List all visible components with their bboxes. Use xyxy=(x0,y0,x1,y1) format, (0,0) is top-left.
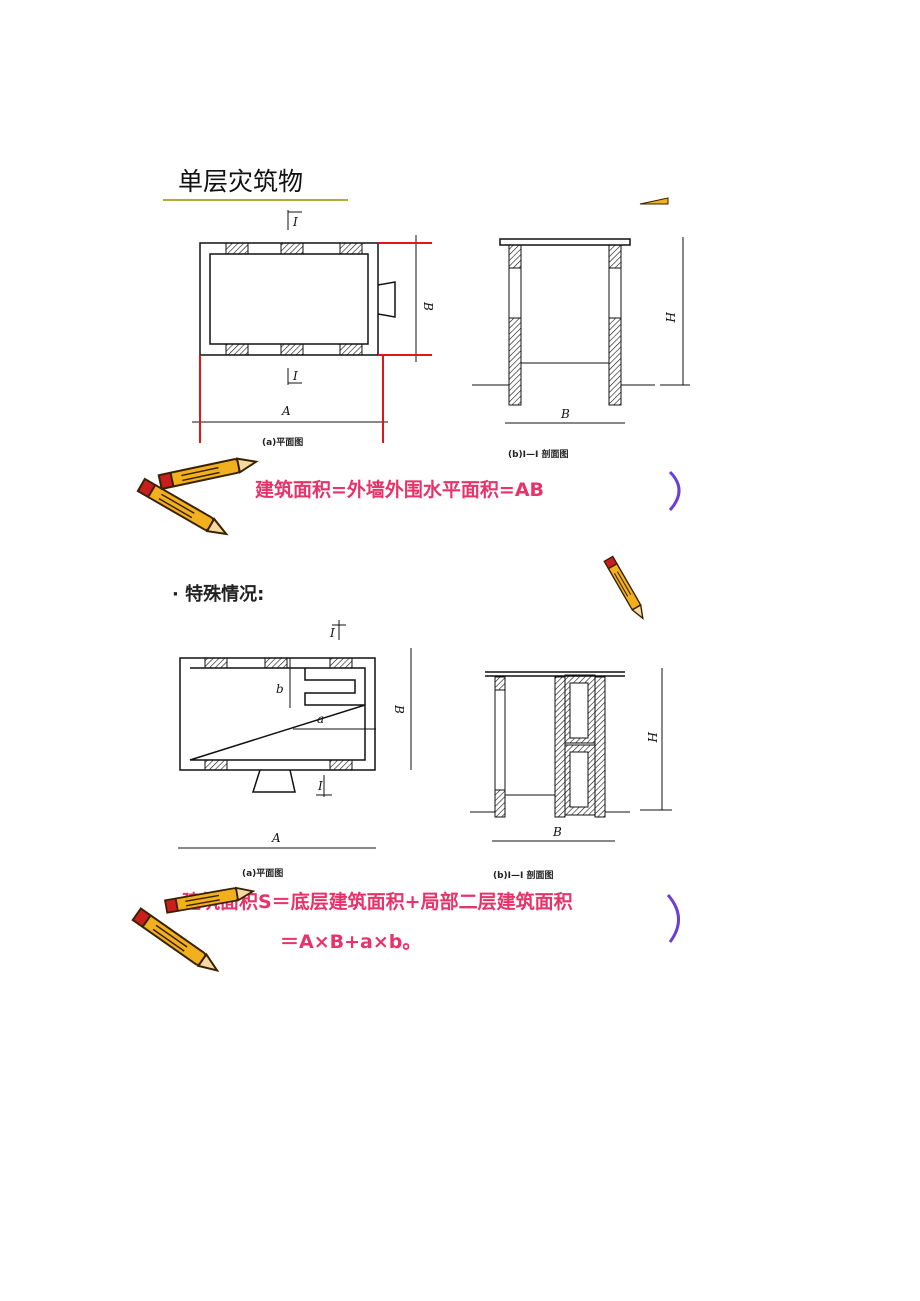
bullet-heading: · 特殊情况: xyxy=(172,583,264,605)
plan-drawing-1: I I A B (a)平面图 xyxy=(192,210,435,448)
dim-h: H xyxy=(663,311,677,323)
dim-small-a: a xyxy=(317,712,324,726)
pencil-icon xyxy=(603,555,648,622)
section-mark-bottom: I xyxy=(292,369,298,383)
section-title: 单层灾筑物 xyxy=(178,167,303,196)
dim-small-b: b xyxy=(276,682,284,696)
dim-b: B xyxy=(552,825,562,839)
section-caption: (b)I—I 剖面图 xyxy=(508,448,569,460)
section-caption: (b)I—I 剖面图 xyxy=(493,869,554,881)
dim-h: H xyxy=(645,731,659,743)
plan-drawing-2: I I b a B A (a)平面图 xyxy=(178,620,412,879)
formula-2-line-2: ＝A×B+a×b。 xyxy=(280,931,421,953)
bracket-icon xyxy=(666,894,680,943)
section-mark-top: I xyxy=(329,626,335,640)
section-drawing-1: H B (b)I—I 剖面图 xyxy=(472,237,690,460)
dim-b: B xyxy=(421,301,435,311)
section-mark-top: I xyxy=(292,215,298,229)
dim-b: B xyxy=(560,407,570,421)
plan-caption: (a)平面图 xyxy=(262,437,303,448)
pencil-corner-icon xyxy=(639,197,669,205)
pencils-icon xyxy=(136,453,259,542)
formula-1: 建筑面积=外墙外围水平面积=AB xyxy=(255,478,544,501)
formula-2-line-1: 建筑面积S＝底层建筑面积+局部二层建筑面积 xyxy=(182,890,573,913)
dim-b: B xyxy=(392,704,406,714)
dim-a: A xyxy=(271,831,281,845)
bracket-icon xyxy=(668,470,681,512)
plan-caption: (a)平面图 xyxy=(242,868,283,879)
dim-a: A xyxy=(281,404,291,418)
pencils-icon xyxy=(131,884,255,978)
section-drawing-2: H B (b)I—I 剖面图 xyxy=(470,668,672,881)
section-mark-bottom: I xyxy=(317,779,323,793)
